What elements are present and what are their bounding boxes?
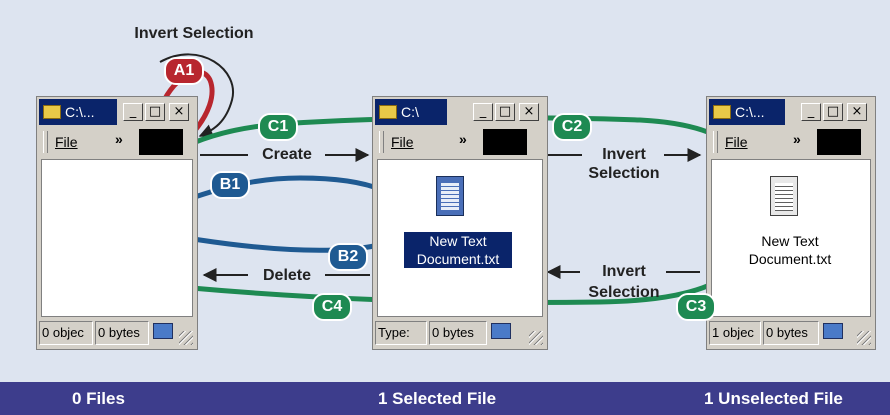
maximize-button[interactable]: □ xyxy=(145,103,165,121)
minimize-button[interactable]: _ xyxy=(801,103,821,121)
file-name-line-2: Document.txt xyxy=(416,251,500,267)
status-type: Type: xyxy=(375,321,427,345)
text-file-icon[interactable] xyxy=(770,176,798,216)
toolbar-grip[interactable] xyxy=(379,131,384,153)
maximize-button[interactable]: □ xyxy=(823,103,843,121)
text-file-icon[interactable] xyxy=(436,176,464,216)
label-create: Create xyxy=(262,146,312,163)
windows-logo-icon xyxy=(483,129,527,155)
footer-label-selected: 1 Selected File xyxy=(378,389,497,408)
chevron-icon[interactable]: » xyxy=(115,131,123,147)
window-title: C:\ xyxy=(401,104,419,120)
label-invert-top: Invert xyxy=(602,146,646,163)
invert-selection-loop xyxy=(159,53,235,138)
file-name-line-2: Document.txt xyxy=(748,251,832,267)
badge-c2: C2 xyxy=(552,113,592,141)
file-view[interactable]: New Text Document.txt xyxy=(377,159,543,317)
close-button[interactable]: × xyxy=(847,103,867,121)
maximize-button[interactable]: □ xyxy=(495,103,515,121)
folder-icon xyxy=(379,105,397,119)
badge-c1: C1 xyxy=(258,113,298,141)
label-selection-bottom: Selection xyxy=(588,284,660,301)
window-empty: C:\... _ □ × File » 0 objec 0 bytes xyxy=(36,96,198,350)
menu-bar: File » xyxy=(709,127,873,157)
resize-grip-icon[interactable] xyxy=(179,331,193,345)
label-invert-selection-top: Invert Selection xyxy=(134,25,254,42)
file-name-line-1: New Text xyxy=(429,233,487,249)
status-bar: 1 objec 0 bytes xyxy=(709,319,873,347)
file-view[interactable]: New Text Document.txt xyxy=(711,159,871,317)
status-bytes: 0 bytes xyxy=(763,321,819,345)
label-delete: Delete xyxy=(262,267,312,284)
label-selection-top: Selection xyxy=(588,165,660,182)
status-bar: Type: 0 bytes xyxy=(375,319,545,347)
chevron-icon[interactable]: » xyxy=(459,131,467,147)
status-objects: 1 objec xyxy=(709,321,761,345)
status-objects: 0 objec xyxy=(39,321,93,345)
label-invert-bottom: Invert xyxy=(602,263,646,280)
footer-bar xyxy=(0,382,890,415)
badge-c4: C4 xyxy=(312,293,352,321)
menu-bar: File » xyxy=(39,127,195,157)
status-bytes: 0 bytes xyxy=(429,321,487,345)
menu-file[interactable]: File xyxy=(55,134,78,150)
toolbar-grip[interactable] xyxy=(43,131,48,153)
close-button[interactable]: × xyxy=(519,103,539,121)
window-selected: C:\ _ □ × File » New Text Document.txt T… xyxy=(372,96,548,350)
folder-icon xyxy=(43,105,61,119)
title-bar[interactable]: C:\... _ □ × xyxy=(39,99,195,125)
window-title: C:\... xyxy=(65,104,95,120)
status-bar: 0 objec 0 bytes xyxy=(39,319,195,347)
menu-bar: File » xyxy=(375,127,545,157)
computer-icon xyxy=(491,323,511,339)
title-bar[interactable]: C:\... _ □ × xyxy=(709,99,873,125)
chevron-icon[interactable]: » xyxy=(793,131,801,147)
footer-label-unselected: 1 Unselected File xyxy=(704,389,843,408)
badge-b1: B1 xyxy=(210,171,250,199)
badge-b2: B2 xyxy=(328,243,368,271)
badge-a1: A1 xyxy=(164,57,204,85)
windows-logo-icon xyxy=(139,129,183,155)
minimize-button[interactable]: _ xyxy=(123,103,143,121)
window-title: C:\... xyxy=(735,104,765,120)
file-name-unselected[interactable]: New Text Document.txt xyxy=(734,232,846,268)
badge-c3: C3 xyxy=(676,293,716,321)
resize-grip-icon[interactable] xyxy=(529,331,543,345)
resize-grip-icon[interactable] xyxy=(857,331,871,345)
status-bytes: 0 bytes xyxy=(95,321,149,345)
windows-logo-icon xyxy=(817,129,861,155)
file-view[interactable] xyxy=(41,159,193,317)
toolbar-grip[interactable] xyxy=(713,131,718,153)
title-bar[interactable]: C:\ _ □ × xyxy=(375,99,545,125)
computer-icon xyxy=(823,323,843,339)
file-name-line-1: New Text xyxy=(761,233,819,249)
minimize-button[interactable]: _ xyxy=(473,103,493,121)
computer-icon xyxy=(153,323,173,339)
footer-label-0-files: 0 Files xyxy=(72,389,125,408)
close-button[interactable]: × xyxy=(169,103,189,121)
file-name-selected[interactable]: New Text Document.txt xyxy=(404,232,512,268)
folder-icon xyxy=(713,105,731,119)
window-unselected: C:\... _ □ × File » New Text Document.tx… xyxy=(706,96,876,350)
menu-file[interactable]: File xyxy=(725,134,748,150)
menu-file[interactable]: File xyxy=(391,134,414,150)
